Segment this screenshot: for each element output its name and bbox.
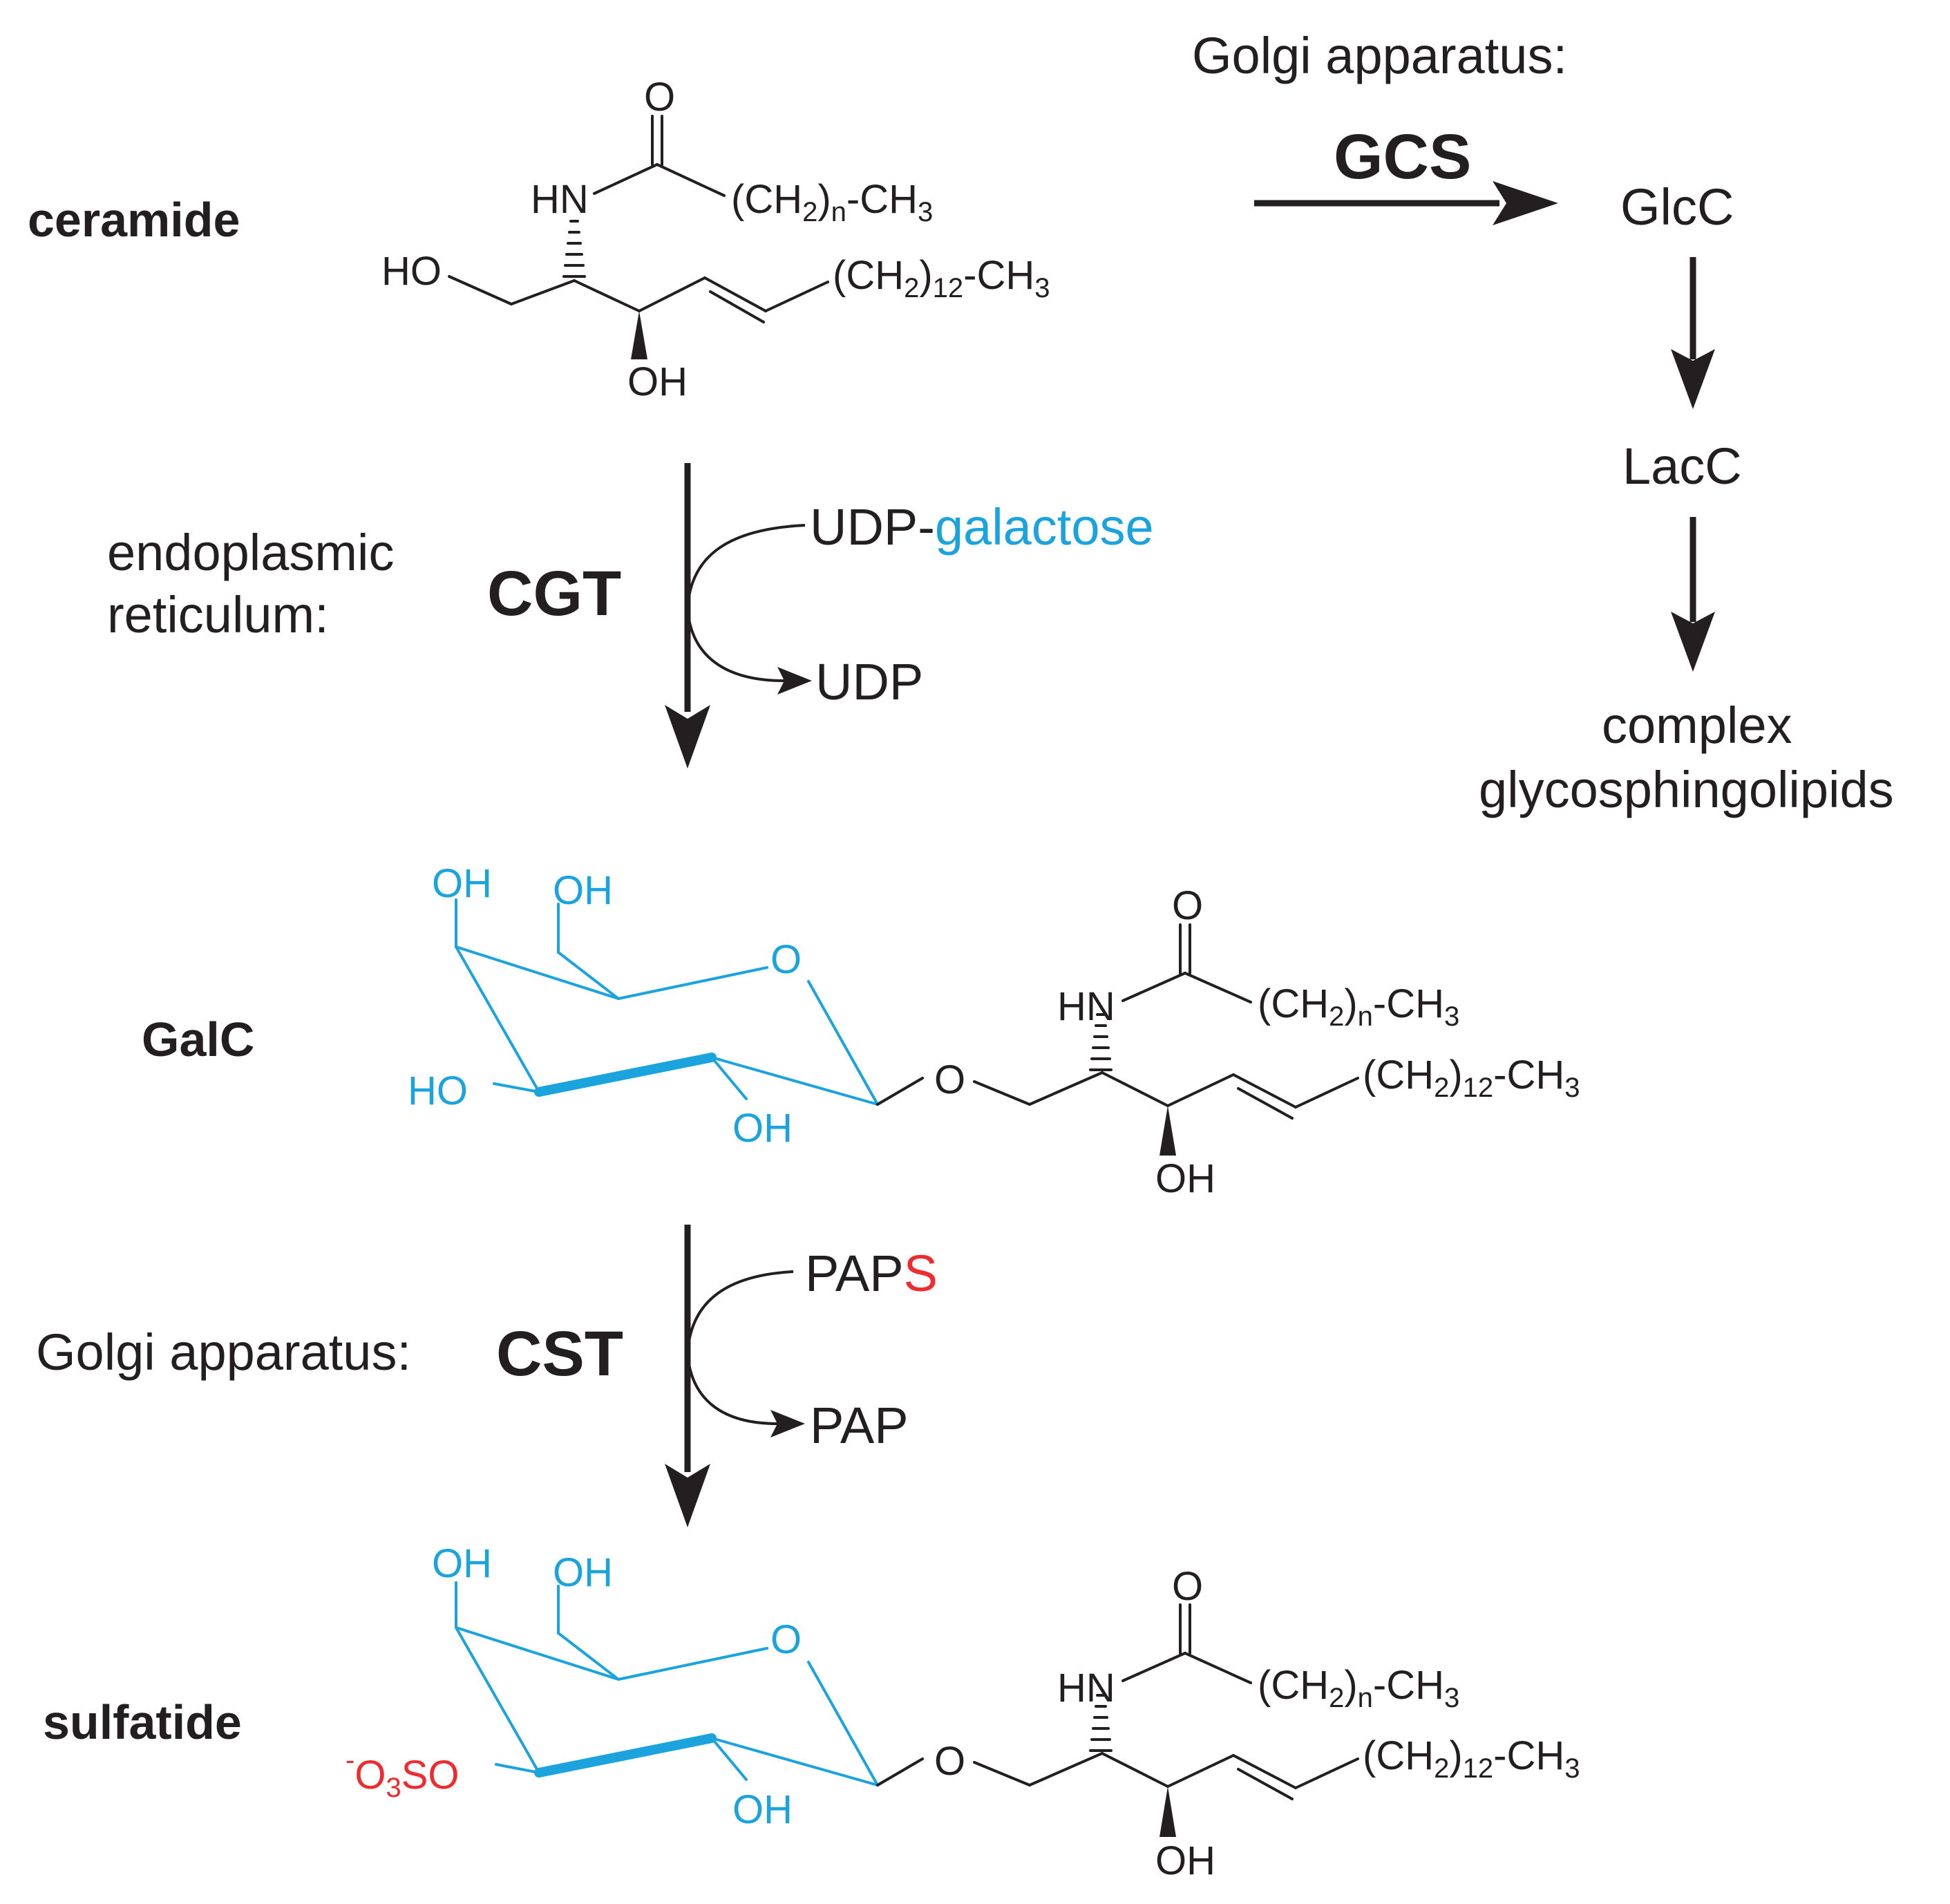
atom-hn: HN (1057, 984, 1115, 1029)
solid-wedge-bond (1159, 1106, 1176, 1156)
fatty-acyl-chain: (CH2)n-CH3 (1258, 981, 1459, 1032)
label-complex-line1: complex (1602, 697, 1792, 754)
label-golgi-top: Golgi apparatus: (1192, 27, 1567, 84)
label-complex-line2: glycosphingolipids (1479, 761, 1894, 818)
atom-oh: OH (1155, 1838, 1215, 1883)
atom-o-carbonyl: O (644, 75, 675, 120)
sulfate-group: -O3SO (345, 1745, 460, 1803)
structure-galc: OH OH O HO OH O O HN OH (CH2)n-CH3 (CH2)… (408, 861, 1580, 1201)
cosubstrate-paps: PAPS (805, 1245, 938, 1302)
solid-wedge-bond (631, 311, 647, 359)
product-udp: UDP (815, 653, 923, 710)
label-er-line1: endoplasmic (107, 524, 394, 581)
arrow-glcc-to-lacc (1671, 257, 1715, 409)
arrow-cgt (665, 463, 812, 769)
hashed-wedge-bond (1089, 1694, 1113, 1752)
atom-o-carbonyl: O (1172, 1564, 1203, 1609)
atom-hn: HN (1057, 1666, 1115, 1710)
sphingosine-chain: (CH2)12-CH3 (1363, 1053, 1580, 1103)
enzyme-cgt: CGT (487, 558, 621, 629)
atom-o-glycosidic: O (934, 1057, 965, 1102)
atom-oh-6: OH (553, 1550, 613, 1595)
label-golgi-lower: Golgi apparatus: (36, 1323, 411, 1381)
label-galc: GalC (142, 1012, 254, 1066)
atom-o-ring: O (770, 1617, 802, 1662)
atom-o-glycosidic: O (934, 1739, 965, 1784)
arrow-cst (665, 1225, 805, 1527)
atom-oh-6: OH (553, 868, 613, 913)
atom-ho: HO (381, 249, 442, 294)
cosubstrate-udp-galactose: UDP-galactose (810, 498, 1154, 556)
sphingosine-chain: (CH2)12-CH3 (833, 253, 1050, 303)
atom-o-carbonyl: O (1172, 883, 1203, 928)
arrow-lacc-to-complex (1671, 517, 1715, 672)
fatty-acyl-chain: (CH2)n-CH3 (731, 177, 933, 227)
arrow-gcs (1254, 181, 1558, 225)
atom-oh-4: OH (432, 861, 492, 906)
fatty-acyl-chain: (CH2)n-CH3 (1258, 1663, 1459, 1713)
label-ceramide: ceramide (28, 193, 240, 247)
atom-oh-2: OH (732, 1787, 793, 1832)
atom-hn: HN (531, 177, 589, 222)
structure-ceramide: O HN HO OH (CH2)n-CH3 (CH2)12-CH3 (381, 75, 1050, 404)
atom-oh: OH (1155, 1156, 1215, 1201)
structure-sulfatide: OH OH O -O3SO OH O O HN OH (CH2)n-CH3 (C… (345, 1541, 1580, 1883)
solid-wedge-bond (1159, 1787, 1176, 1837)
atom-oh-4: OH (432, 1541, 492, 1586)
atom-ho-3: HO (408, 1068, 468, 1113)
hashed-wedge-bond (562, 220, 586, 278)
atom-oh-2: OH (732, 1106, 793, 1151)
hashed-wedge-bond (1089, 1013, 1113, 1071)
label-sulfatide: sulfatide (43, 1695, 242, 1749)
sphingosine-chain: (CH2)12-CH3 (1363, 1733, 1580, 1784)
product-pap: PAP (810, 1397, 909, 1454)
enzyme-gcs: GCS (1334, 122, 1471, 192)
enzyme-cst: CST (496, 1319, 623, 1389)
label-lacc: LacC (1622, 437, 1742, 495)
atom-oh: OH (627, 359, 688, 404)
label-glcc: GlcC (1620, 178, 1734, 236)
label-er-line2: reticulum: (107, 586, 329, 643)
atom-o-ring: O (770, 937, 802, 982)
